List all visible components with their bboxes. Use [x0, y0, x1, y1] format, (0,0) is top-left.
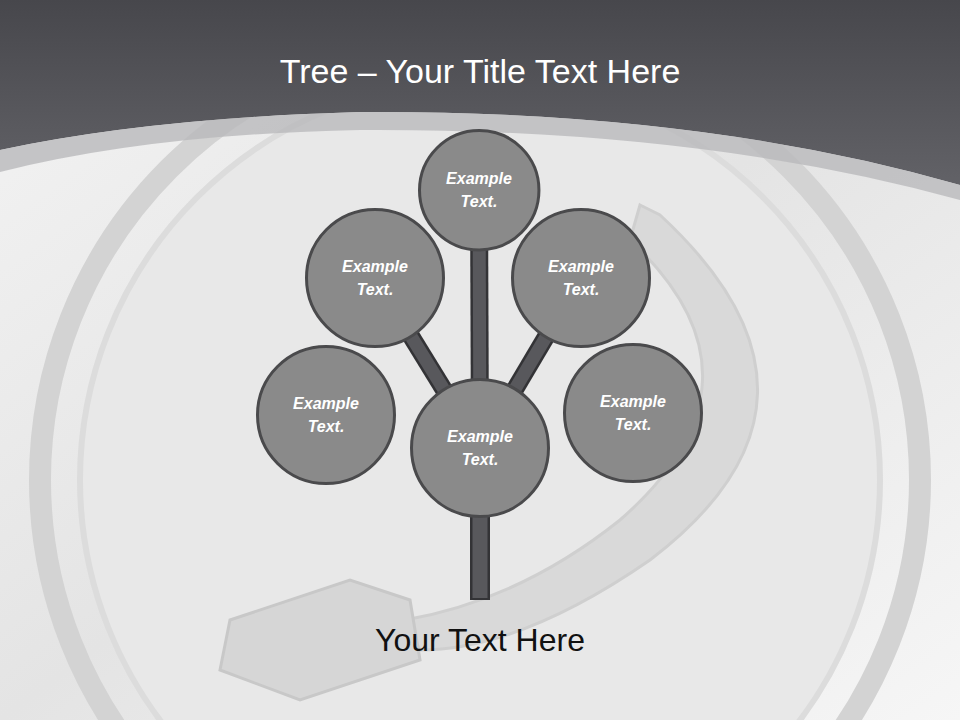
- node-text: Example Text.: [327, 255, 423, 301]
- tree-circle: Example Text.: [305, 208, 445, 348]
- tree-circle: Example Text.: [256, 345, 396, 485]
- branch-connector: [411, 336, 445, 390]
- circle-outline: [256, 345, 396, 485]
- tree-circle: Example Text.: [410, 378, 550, 518]
- node-text: Example Text.: [432, 425, 528, 471]
- tree-circle: Example Text.: [511, 208, 651, 348]
- branch-connector: [479, 249, 481, 380]
- node-text: Example Text.: [278, 392, 374, 438]
- circle-outline: [410, 378, 550, 518]
- circle-outline: [305, 208, 445, 348]
- circle-outline: [418, 129, 540, 251]
- circle-outline: [563, 343, 703, 483]
- tree-circle: Example Text.: [563, 343, 703, 483]
- branch-connector: [515, 336, 547, 389]
- node-text: Example Text.: [585, 390, 681, 436]
- node-text: Example Text.: [431, 167, 527, 213]
- tree-circle: Example Text.: [418, 129, 540, 251]
- caption: Your Text Here: [0, 622, 960, 659]
- slide-title: Tree – Your Title Text Here: [0, 52, 960, 91]
- circle-outline: [511, 208, 651, 348]
- node-text: Example Text.: [533, 255, 629, 301]
